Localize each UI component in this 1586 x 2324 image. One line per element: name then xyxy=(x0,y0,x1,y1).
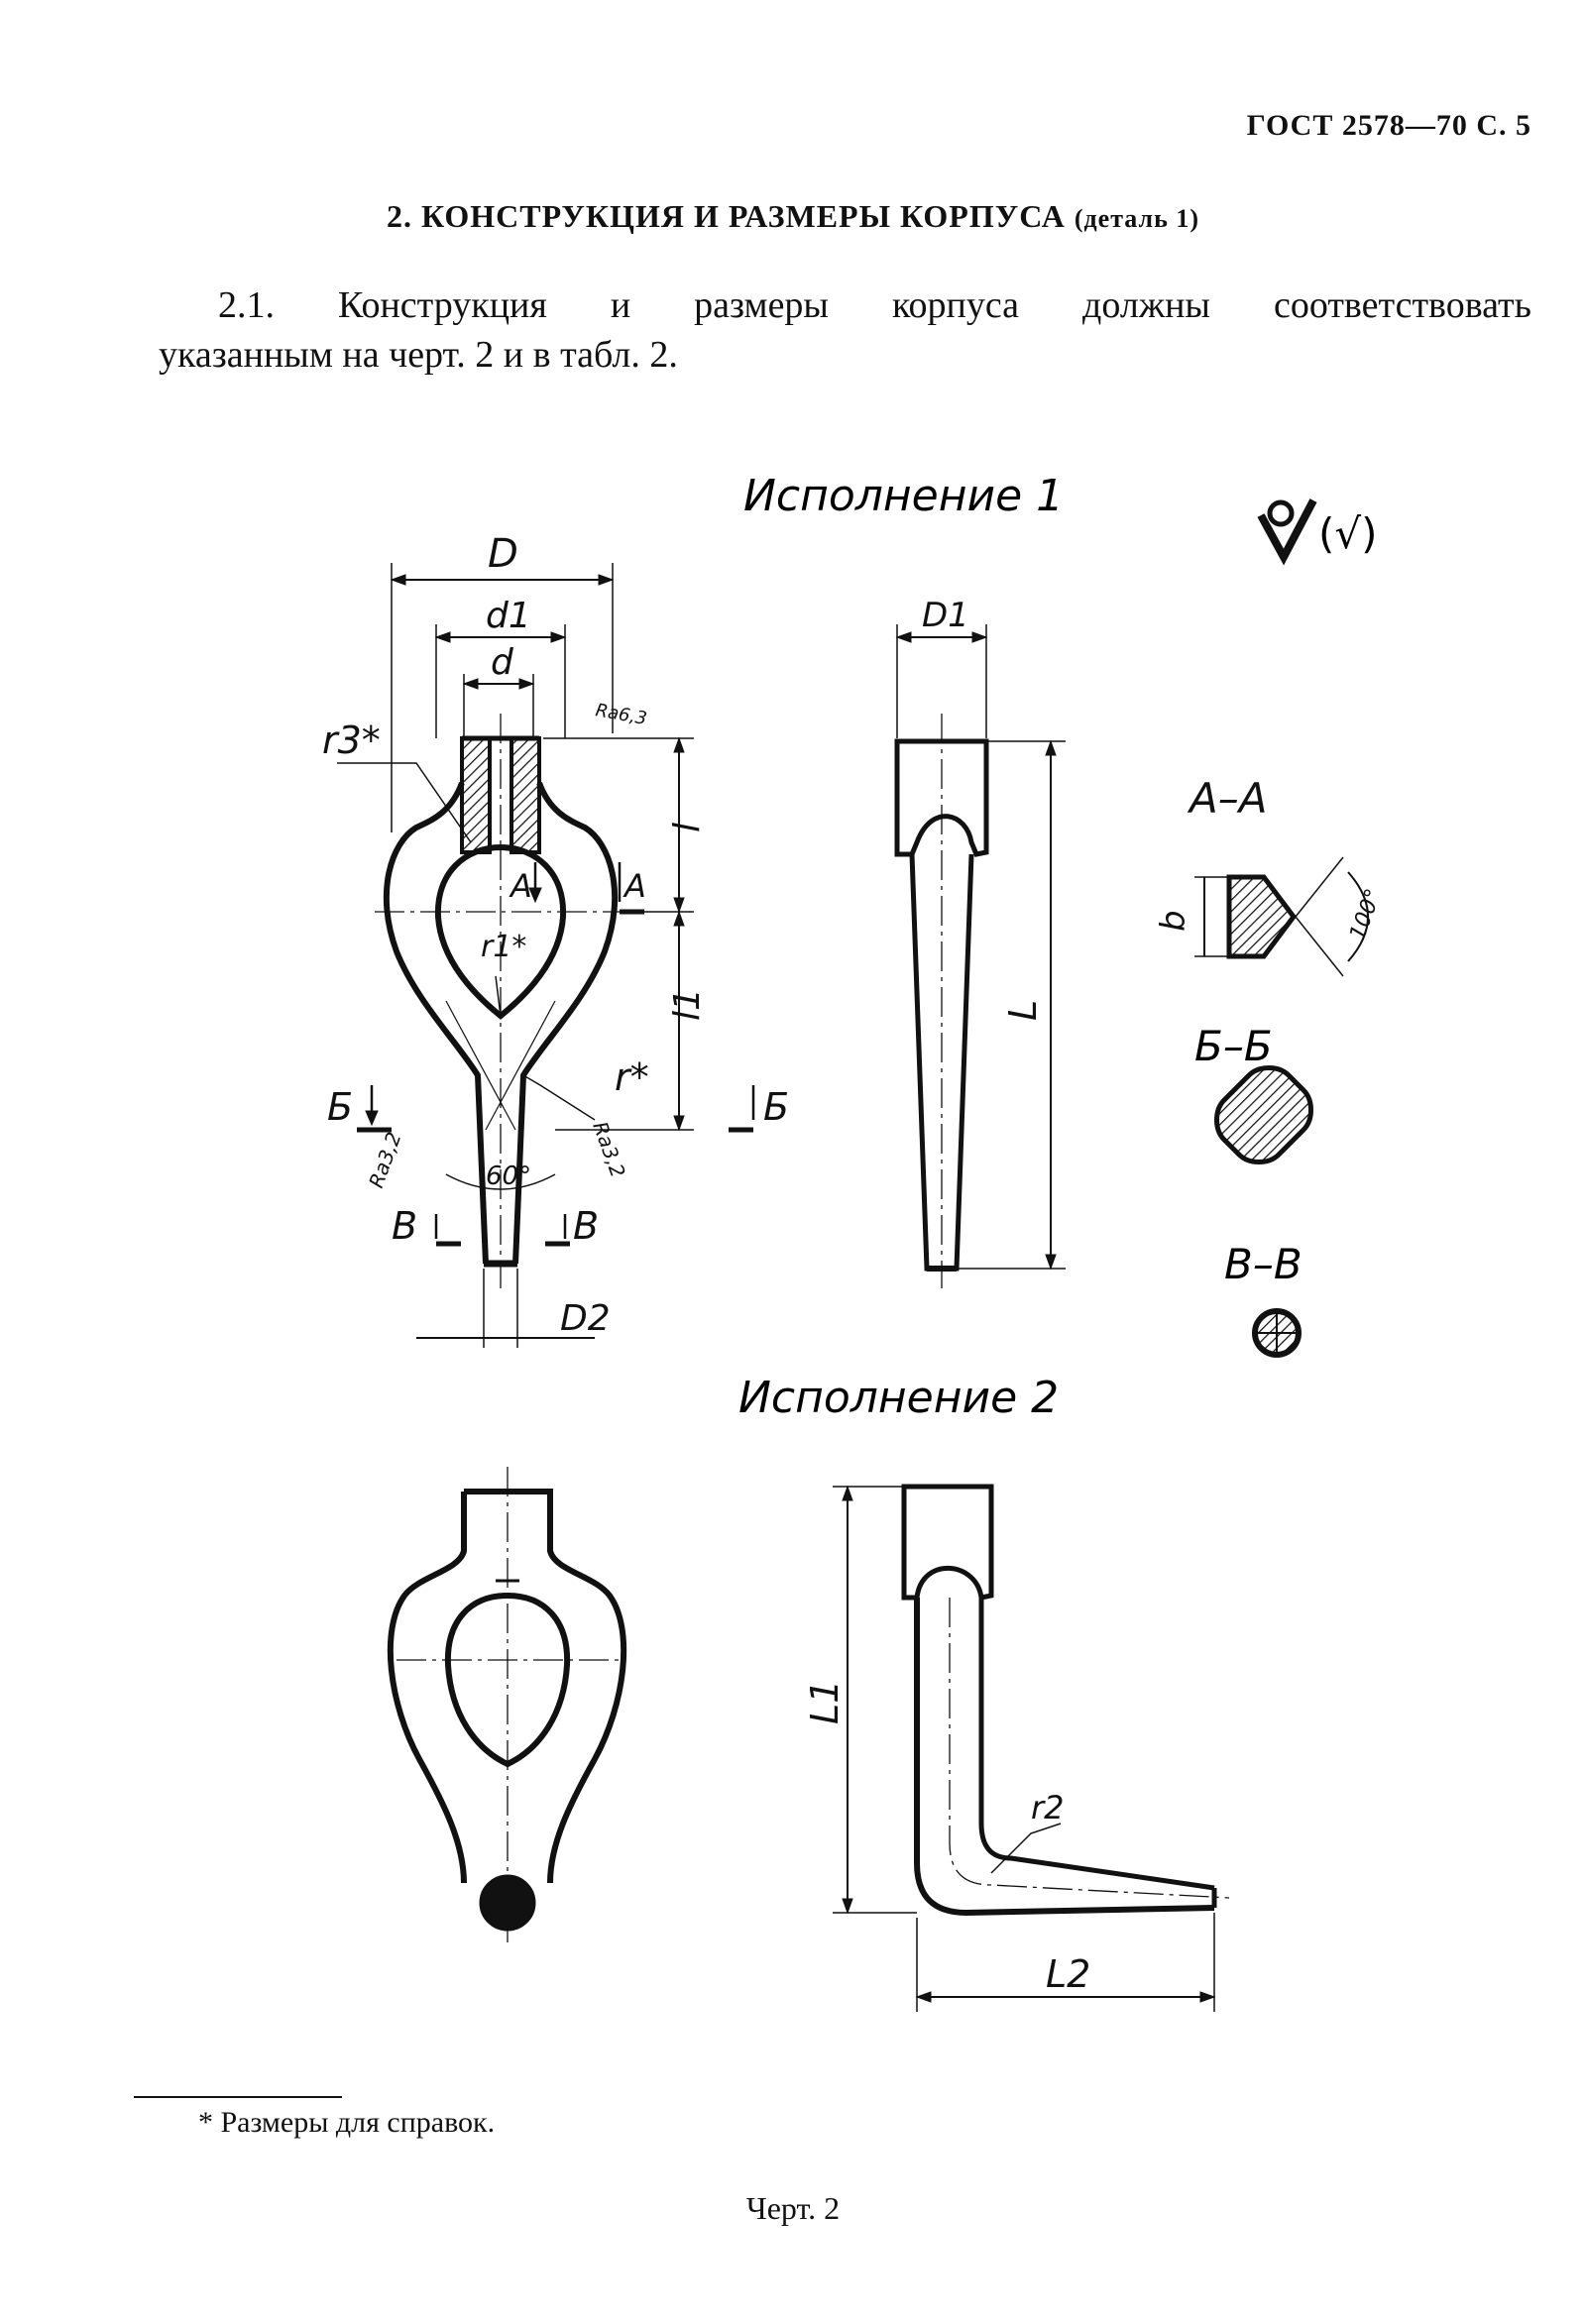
roughness-label: (√) xyxy=(1318,509,1378,558)
label-d: d xyxy=(491,642,514,683)
label-angle-60: 60° xyxy=(486,1162,531,1191)
label-L1: L1 xyxy=(803,1680,847,1724)
technical-drawing: Исполнение 1 Исполнение 2 (√) xyxy=(322,471,1387,2012)
variant-1-front-view xyxy=(337,563,755,1348)
paragraph-line-2: указанным на черт. 2 и в табл. 2. xyxy=(159,334,678,376)
label-section-BB: Б–Б xyxy=(1194,1022,1273,1070)
label-r3: r3* xyxy=(322,719,381,762)
label-L2: L2 xyxy=(1046,1952,1090,1996)
label-A-right: A xyxy=(623,867,646,905)
label-b: b xyxy=(1154,910,1193,932)
label-D: D xyxy=(488,531,518,577)
label-L: L xyxy=(1001,1000,1045,1021)
variant-2-front-view xyxy=(387,1467,627,1942)
label-section-AA: А–А xyxy=(1187,774,1267,823)
variant-1-title: Исполнение 1 xyxy=(743,471,1064,521)
paragraph-line-1: 2.1. Конструкция и размеры корпуса должн… xyxy=(218,284,1531,326)
label-ra32-left: Ra3,2 xyxy=(364,1129,405,1191)
section-V-V xyxy=(1252,1308,1302,1358)
footnote: * Размеры для справок. xyxy=(198,2106,496,2139)
variant-1-side-view xyxy=(894,624,1066,1288)
label-V-left: В xyxy=(392,1204,417,1248)
section-A-A xyxy=(1194,856,1369,977)
label-r1: r1* xyxy=(481,930,526,964)
section-detail: (деталь 1) xyxy=(1074,204,1200,233)
roughness-icon xyxy=(1257,498,1317,566)
variant-2-side-view xyxy=(833,1484,1230,2012)
label-l1: l1 xyxy=(667,988,708,1021)
label-A-left: A xyxy=(509,867,532,905)
label-r2: r2 xyxy=(1031,1789,1065,1826)
label-angle-100: 100° xyxy=(1345,886,1387,943)
label-B-right: Б xyxy=(763,1085,789,1129)
label-r: r* xyxy=(615,1055,649,1099)
label-D2: D2 xyxy=(560,1298,611,1339)
label-ra32-right: Ra3,2 xyxy=(588,1119,629,1181)
label-l: l xyxy=(667,823,708,832)
label-B-left: Б xyxy=(327,1085,353,1129)
label-V-right: В xyxy=(573,1204,599,1248)
variant-2-title: Исполнение 2 xyxy=(738,1373,1059,1423)
section-title: 2. КОНСТРУКЦИЯ И РАЗМЕРЫ КОРПУСА (деталь… xyxy=(0,198,1586,235)
label-d1: d1 xyxy=(486,596,531,636)
label-ra63: Ra6,3 xyxy=(594,700,648,729)
section-B-B xyxy=(1214,1065,1313,1164)
paragraph-2-1: 2.1. Конструкция и размеры корпуса должн… xyxy=(159,280,1531,380)
footnote-rule xyxy=(134,2096,342,2098)
label-D1: D1 xyxy=(922,596,969,635)
section-title-text: 2. КОНСТРУКЦИЯ И РАЗМЕРЫ КОРПУСА xyxy=(386,198,1066,234)
figure-caption: Черт. 2 xyxy=(745,2190,841,2226)
label-section-VV: В–В xyxy=(1224,1240,1303,1288)
standard-header: ГОСТ 2578—70 С. 5 xyxy=(1246,109,1531,142)
